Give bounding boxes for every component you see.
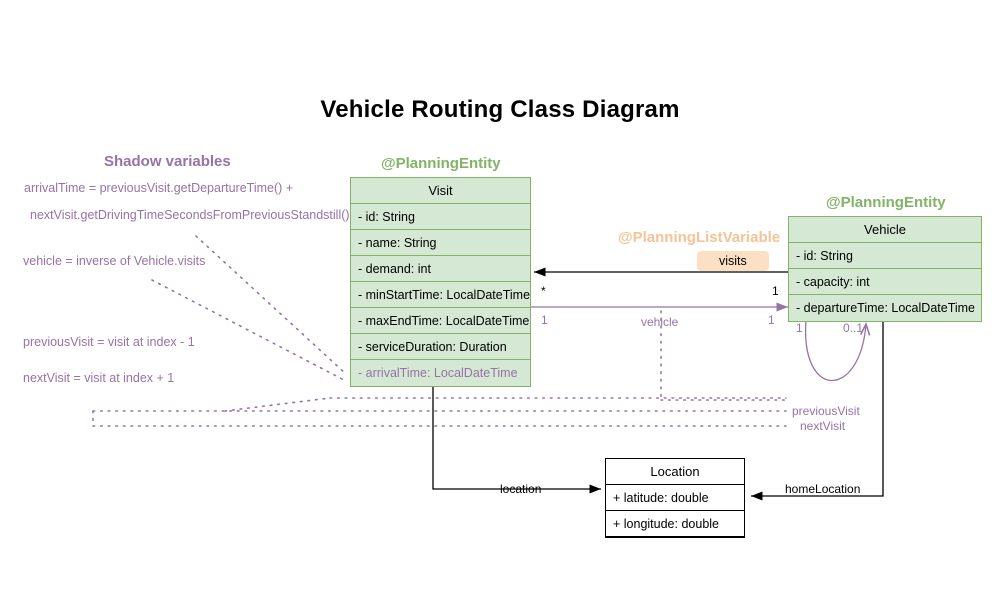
page-title: Vehicle Routing Class Diagram (320, 96, 680, 123)
shadow-note-previous-visit: previousVisit = visit at index - 1 (23, 335, 195, 349)
shadow-note-next-visit-driving: nextVisit.getDrivingTimeSecondsFromPrevi… (30, 208, 350, 222)
next-visit-relation-label: nextVisit (800, 419, 846, 433)
class-box-vehicle[interactable]: Vehicle - id: String - capacity: int - d… (788, 216, 982, 322)
vehicle-target-multiplicity: 1 (768, 313, 775, 327)
visit-attribute-demand: - demand: int (351, 256, 530, 282)
previous-visit-source-multiplicity: 1 (796, 321, 803, 335)
visits-relation-badge[interactable]: visits (697, 251, 769, 271)
planning-list-variable-stereotype: @PlanningListVariable (618, 229, 781, 246)
edge-vehicle-self-loop (804, 319, 866, 381)
location-relation-label: location (500, 482, 542, 496)
vehicle-source-multiplicity: 1 (541, 313, 548, 327)
previous-visit-target-multiplicity: 0..1 (843, 321, 864, 335)
edge-location (432, 385, 601, 494)
visit-class-name: Visit (351, 178, 530, 204)
vehicle-relation-label: vehicle (641, 315, 679, 329)
visit-attribute-min-start-time: - minStartTime: LocalDateTime (351, 282, 530, 308)
vehicle-attribute-id: - id: String (789, 243, 981, 269)
vehicle-stereotype: @PlanningEntity (826, 194, 946, 211)
location-attribute-latitude: + latitude: double (606, 485, 744, 511)
shadow-note-arrival-time: arrivalTime = previousVisit.getDeparture… (24, 181, 294, 195)
shadow-connectors (92, 235, 787, 427)
visit-attribute-max-end-time: - maxEndTime: LocalDateTime (351, 308, 530, 334)
visit-attribute-service-duration: - serviceDuration: Duration (351, 334, 530, 360)
visit-attribute-arrival-time: - arrivalTime: LocalDateTime (358, 366, 518, 380)
edge-home-location (751, 322, 884, 501)
visit-attribute-name: - name: String (351, 230, 530, 256)
home-location-relation-label: homeLocation (785, 482, 861, 496)
class-box-visit[interactable]: Visit - id: String - name: String - dema… (350, 177, 531, 387)
shadow-variables-heading: Shadow variables (104, 153, 231, 170)
class-box-location[interactable]: Location + latitude: double + longitude:… (605, 458, 745, 538)
shadow-note-next-visit: nextVisit = visit at index + 1 (23, 371, 175, 385)
shadow-note-vehicle-inverse: vehicle = inverse of Vehicle.visits (23, 254, 206, 268)
visit-attribute-id: - id: String (351, 204, 530, 230)
visit-stereotype: @PlanningEntity (381, 155, 501, 172)
location-class-name: Location (606, 459, 744, 485)
location-attribute-longitude: + longitude: double (606, 511, 744, 537)
visits-target-multiplicity: 1 (772, 284, 779, 298)
previous-visit-relation-label: previousVisit (792, 404, 860, 418)
vehicle-attribute-departure-time: - departureTime: LocalDateTime (796, 301, 976, 315)
vehicle-class-name: Vehicle (789, 217, 981, 243)
vehicle-attribute-capacity: - capacity: int (789, 269, 981, 295)
visits-source-multiplicity: * (541, 284, 546, 298)
